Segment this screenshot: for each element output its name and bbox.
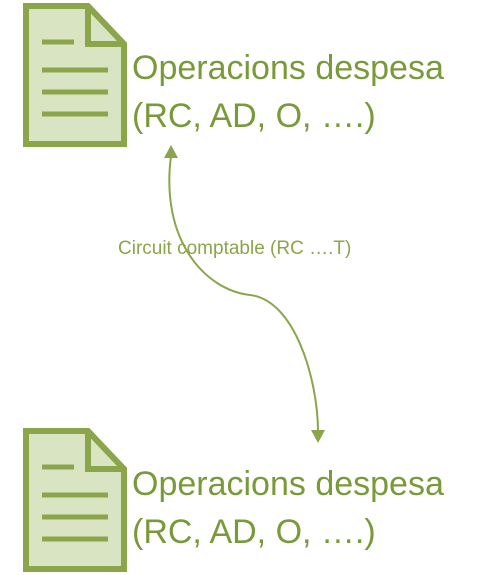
connector-label: Circuit comptable (RC ….T) [118,238,352,259]
document-icon [23,428,127,572]
arrowhead-up-icon [164,145,178,158]
document-icon [23,3,127,147]
bottom-node-subtitle: (RC, AD, O, ….) [132,513,376,551]
top-node-title: Operacions despesa [132,49,444,87]
top-node-subtitle: (RC, AD, O, ….) [132,97,376,135]
bottom-node-title: Operacions despesa [132,465,444,503]
top-node-label: Operacions despesa (RC, AD, O, ….) [132,44,444,140]
connector-arrow [164,145,325,443]
arrowhead-down-icon [311,430,325,443]
bottom-node-label: Operacions despesa (RC, AD, O, ….) [132,460,444,556]
